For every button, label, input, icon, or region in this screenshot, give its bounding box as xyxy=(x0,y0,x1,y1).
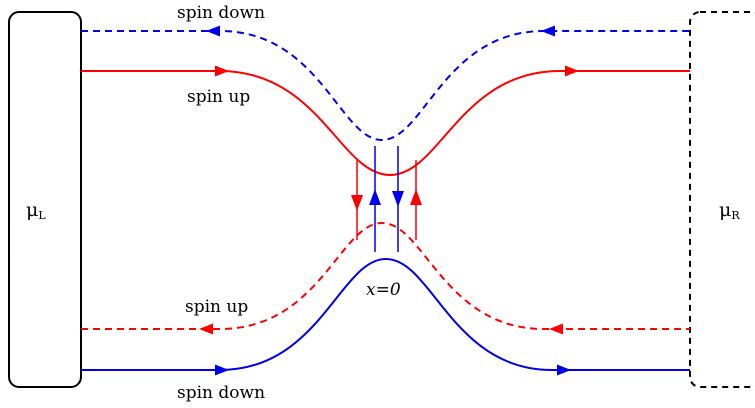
tunnel-arrowhead-blue-up xyxy=(369,189,381,205)
arrowhead-bottom-spin-down-right xyxy=(557,364,571,376)
left-reservoir xyxy=(8,11,82,388)
label-bottom-spin-down: spin down xyxy=(177,383,265,403)
right-mu-symbol: μ xyxy=(719,199,731,221)
right-reservoir-label: μR xyxy=(719,199,740,222)
label-top-spin-down: spin down xyxy=(177,3,265,23)
channel-top-spin-down xyxy=(81,30,690,142)
arrowhead-bottom-spin-down-left xyxy=(215,364,229,376)
channel-top-spin-up xyxy=(81,70,690,177)
left-reservoir-label: μL xyxy=(26,199,46,222)
right-mu-subscript: R xyxy=(731,209,740,222)
right-reservoir xyxy=(689,11,755,388)
arrowhead-top-spin-up-right xyxy=(565,65,579,77)
label-x-zero: x=0 xyxy=(366,280,401,300)
channel-bottom-spin-up xyxy=(81,221,690,330)
arrowhead-top-spin-down-left xyxy=(206,25,220,37)
channel-bottom-spin-down xyxy=(81,257,690,371)
label-top-spin-up: spin up xyxy=(187,87,250,107)
label-bottom-spin-up: spin up xyxy=(185,297,248,317)
arrowhead-bottom-spin-up-left xyxy=(199,323,213,335)
arrowhead-bottom-spin-up-right xyxy=(549,323,563,335)
left-mu-symbol: μ xyxy=(26,199,38,221)
tunnel-arrowhead-red-up xyxy=(410,189,422,205)
tunnel-arrowhead-red-down xyxy=(351,195,363,211)
left-mu-subscript: L xyxy=(38,209,46,222)
arrowhead-top-spin-up-left xyxy=(215,65,229,77)
tunnel-arrowhead-blue-down xyxy=(392,191,404,207)
arrowhead-top-spin-down-right xyxy=(541,25,555,37)
